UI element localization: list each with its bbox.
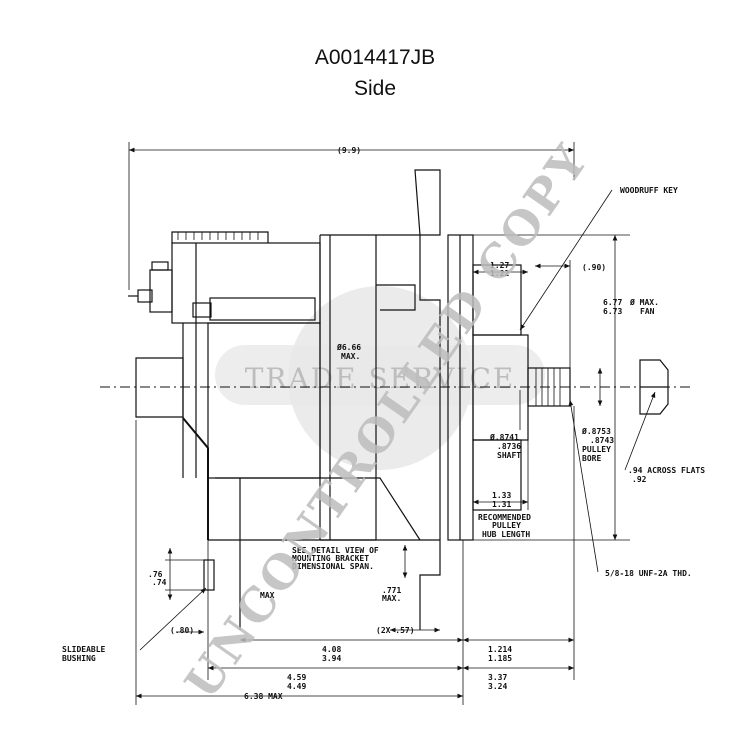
thread-label: 5/8-18 UNF-2A THD. <box>605 569 692 578</box>
dim-0-80: (.80) <box>170 626 194 635</box>
shaft-label: SHAFT <box>497 451 521 460</box>
small-max-label: MAX <box>260 591 275 600</box>
dim-3-94: 3.94 <box>322 654 341 663</box>
dim-0-771-max: MAX. <box>382 594 401 603</box>
dim-1-214: 1.214 <box>488 645 512 654</box>
detail-note-3: DIMENSIONAL SPAN. <box>292 562 374 571</box>
body-diameter: Ø6.66 <box>336 342 361 352</box>
recommended-label: RECOMMENDED <box>478 513 531 522</box>
alternator-outline <box>100 142 690 705</box>
dim-0-74: .74 <box>152 578 167 587</box>
trade-service-watermark: TRADE SERVICE <box>215 286 545 470</box>
uncontrolled-copy-watermark: UNCONTROLLED COPY <box>174 133 599 708</box>
detail-note-2: MOUNTING BRACKET <box>292 554 369 563</box>
hub-length-label: HUB LENGTH <box>482 530 530 539</box>
bushing-label-2: BUSHING <box>62 654 96 663</box>
dim-3-37: 3.37 <box>488 673 507 682</box>
fan-dia-min: 6.73 <box>603 307 622 316</box>
dim-4-49: 4.49 <box>287 682 306 691</box>
bore-label: BORE <box>582 454 601 463</box>
bore-dia-min: .8743 <box>590 436 614 445</box>
shaft-dia-max: Ø.8741 <box>489 432 519 442</box>
dim-3-24: 3.24 <box>488 682 507 691</box>
dim-1-185: 1.185 <box>488 654 512 663</box>
bore-dia-max: Ø.8753 <box>581 426 611 436</box>
dim-6-38-max: 6.38 MAX <box>244 692 283 701</box>
pulley-hub-label: PULLEY <box>492 521 521 530</box>
fan-dia-max: 6.77 <box>603 298 622 307</box>
flats-label: .94 ACROSS FLATS <box>628 466 705 475</box>
dim-1-31: 1.31 <box>492 500 511 509</box>
dimension-labels: (9.9) WOODRUFF KEY 1.27 1.22 (.90) 6.77 … <box>62 146 705 701</box>
dim-4-59: 4.59 <box>287 673 306 682</box>
dim-1-27: 1.27 <box>490 261 509 270</box>
part-number-title: A0014417JB <box>314 46 436 69</box>
woodruff-key-label: WOODRUFF KEY <box>620 186 678 195</box>
dim-0-76: .76 <box>148 570 163 579</box>
body-diameter-max: MAX. <box>341 352 360 361</box>
dim-4-08: 4.08 <box>322 645 341 654</box>
pulley-label: PULLEY <box>582 445 611 454</box>
fan-label: FAN <box>640 307 655 316</box>
overall-length-label: (9.9) <box>337 146 361 155</box>
dim-0-90: (.90) <box>582 263 606 272</box>
fan-dia-symbol: Ø MAX. <box>629 297 659 307</box>
trade-service-text: TRADE SERVICE <box>245 362 516 395</box>
dim-0-771: .771 <box>382 586 401 595</box>
bushing-label-1: SLIDEABLE <box>62 645 106 654</box>
detail-note-1: SEE DETAIL VIEW OF <box>292 546 379 555</box>
dim-1-33: 1.33 <box>492 491 511 500</box>
shaft-dia-min: .8736 <box>497 442 521 451</box>
flats-min: .92 <box>632 475 647 484</box>
dim-2x-0-57: (2X .57) <box>376 626 415 635</box>
view-subtitle: Side <box>353 77 397 100</box>
dim-1-22: 1.22 <box>490 269 509 278</box>
